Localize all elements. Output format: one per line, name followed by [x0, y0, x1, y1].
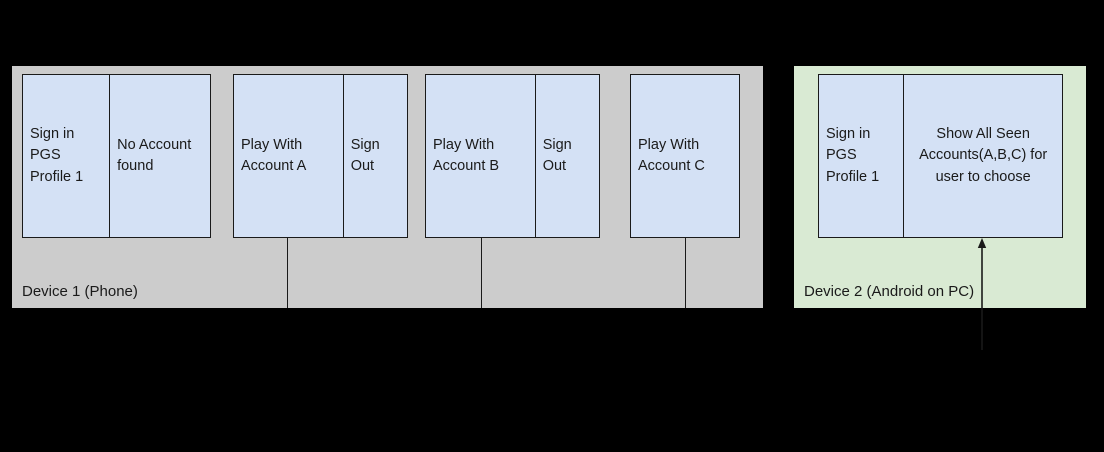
- node-sign-out-a[interactable]: Sign Out: [342, 75, 407, 237]
- state-group-account-c: Play With Account C: [630, 74, 740, 238]
- connector-line-1: [287, 238, 288, 308]
- connector-arrow-to-device-2: [975, 238, 989, 350]
- node-show-all-seen-accounts[interactable]: Show All Seen Accounts(A,B,C) for user t…: [903, 75, 1062, 237]
- device-2-label: Device 2 (Android on PC): [804, 283, 975, 300]
- state-group-device-2: Sign in PGS Profile 1 Show All Seen Acco…: [818, 74, 1063, 238]
- state-group-signin-noaccount: Sign in PGS Profile 1 No Account found: [22, 74, 211, 238]
- state-group-account-b: Play With Account B Sign Out: [425, 74, 600, 238]
- arrow-up-icon: [977, 238, 987, 350]
- node-play-with-account-a[interactable]: Play With Account A: [234, 75, 343, 237]
- node-play-with-account-b[interactable]: Play With Account B: [426, 75, 535, 237]
- node-sign-in-pgs-profile-1[interactable]: Sign in PGS Profile 1: [23, 75, 110, 237]
- connector-line-2: [481, 238, 482, 308]
- node-sign-out-b[interactable]: Sign Out: [534, 75, 599, 237]
- node-no-account-found[interactable]: No Account found: [109, 75, 210, 237]
- state-group-account-a: Play With Account A Sign Out: [233, 74, 408, 238]
- connector-line-3: [685, 238, 686, 308]
- node-play-with-account-c[interactable]: Play With Account C: [631, 75, 739, 237]
- node-sign-in-pgs-profile-1-device-2[interactable]: Sign in PGS Profile 1: [819, 75, 904, 237]
- device-1-label: Device 1 (Phone): [22, 283, 138, 300]
